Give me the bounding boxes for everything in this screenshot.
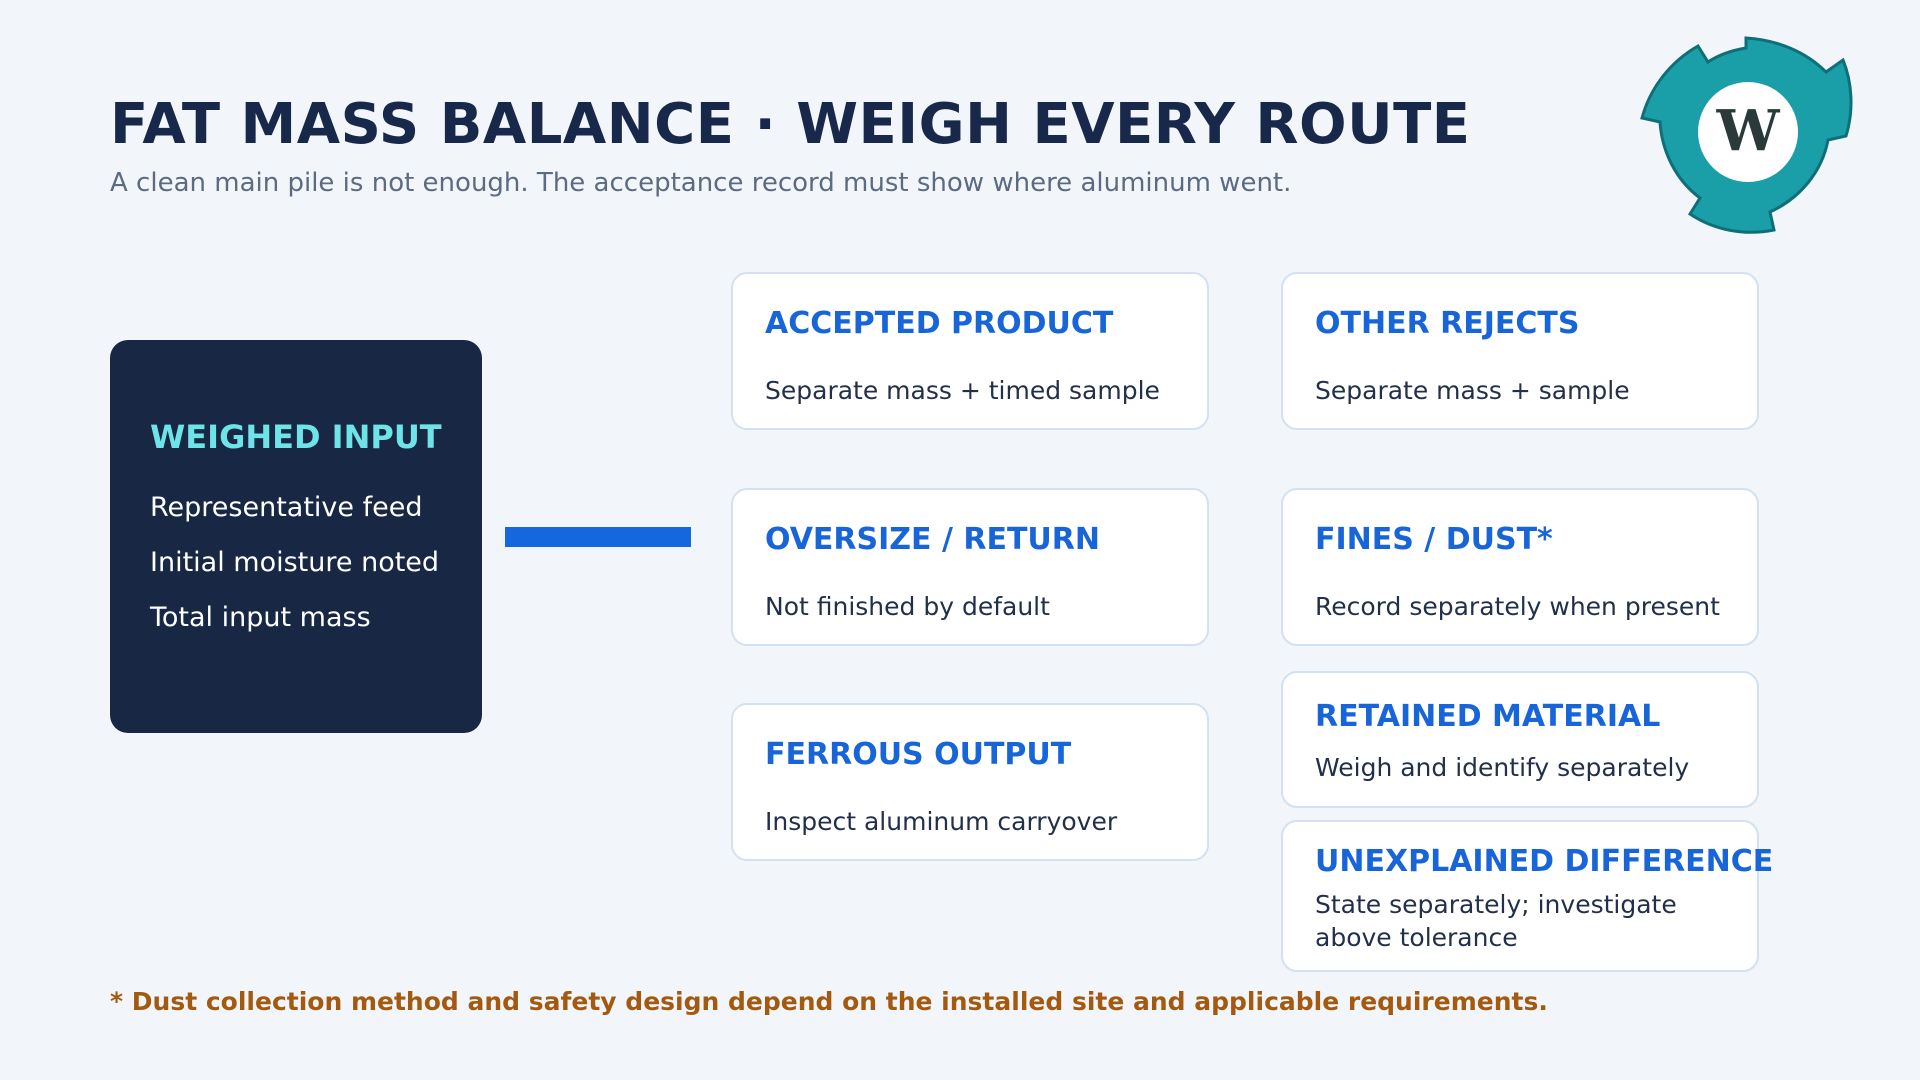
card-title: RETAINED MATERIAL — [1315, 699, 1661, 734]
card-text: State separately; investigate above tole… — [1315, 890, 1677, 952]
card-text: Separate mass + timed sample — [765, 376, 1160, 405]
card-title: FERROUS OUTPUT — [765, 737, 1072, 772]
card-accepted-product: ACCEPTED PRODUCT Separate mass + timed s… — [731, 272, 1209, 430]
input-title: WEIGHED INPUT — [150, 418, 442, 456]
svg-text:W: W — [1716, 98, 1781, 164]
weighed-input-box: WEIGHED INPUT Representative feed Initia… — [110, 340, 482, 733]
page-subtitle: A clean main pile is not enough. The acc… — [110, 168, 1292, 198]
card-title: UNEXPLAINED DIFFERENCE — [1315, 844, 1774, 879]
card-text: Inspect aluminum carryover — [765, 807, 1118, 836]
card-text: Weigh and identify separately — [1315, 753, 1690, 782]
card-text: Record separately when present — [1315, 592, 1720, 621]
input-line-moisture: Initial moisture noted — [150, 547, 440, 578]
card-title: FINES / DUST* — [1315, 522, 1553, 557]
card-unexplained-difference: UNEXPLAINED DIFFERENCE State separately;… — [1281, 820, 1773, 972]
card-title: OTHER REJECTS — [1315, 306, 1580, 341]
input-line-mass: Total input mass — [150, 602, 371, 633]
card-fines-dust: FINES / DUST* Record separately when pre… — [1281, 488, 1759, 646]
page-title: FAT MASS BALANCE · WEIGH EVERY ROUTE — [110, 92, 1471, 157]
card-oversize-return: OVERSIZE / RETURN Not finished by defaul… — [731, 488, 1209, 646]
input-line-feed: Representative feed — [150, 492, 423, 523]
flow-connector — [505, 527, 691, 547]
card-text: Separate mass + sample — [1315, 376, 1630, 405]
footnote: * Dust collection method and safety desi… — [110, 987, 1548, 1016]
gear-logo-icon: W — [1640, 36, 1853, 234]
card-ferrous-output: FERROUS OUTPUT Inspect aluminum carryove… — [731, 703, 1209, 861]
card-text: Not finished by default — [765, 592, 1050, 621]
card-other-rejects: OTHER REJECTS Separate mass + sample — [1281, 272, 1759, 430]
card-title: ACCEPTED PRODUCT — [765, 306, 1114, 341]
card-title: OVERSIZE / RETURN — [765, 522, 1100, 557]
card-retained-material: RETAINED MATERIAL Weigh and identify sep… — [1281, 671, 1759, 808]
